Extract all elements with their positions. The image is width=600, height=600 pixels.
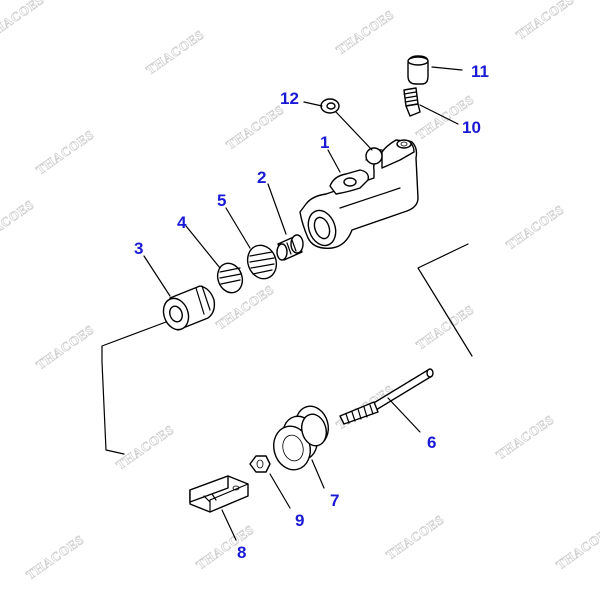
part-4-cup (216, 262, 244, 294)
watermark-text: THACOES (383, 512, 447, 563)
watermark-layer: THACOES THACOES THACOES THACOES THACOES THACO… (0, 0, 600, 583)
part-8-clevis (189, 475, 249, 513)
callout-5: 5 (217, 191, 226, 210)
part-10-bleeder-screw (403, 87, 421, 117)
watermark-text: THACOES (33, 322, 97, 373)
callout-8: 8 (237, 543, 246, 562)
callout-7: 7 (330, 491, 339, 510)
callout-4: 4 (177, 213, 187, 232)
watermark-text: THACOES (23, 532, 87, 583)
part-3-piston (162, 285, 216, 331)
watermark-text: THACOES (113, 422, 177, 473)
watermark-text: THACOES (553, 522, 600, 573)
watermark-text: THACOES (143, 27, 207, 78)
part-6-push-rod (339, 368, 434, 425)
callout-6: 6 (427, 433, 436, 452)
watermark-text: THACOES (333, 7, 397, 58)
part-5-seal (246, 244, 278, 280)
part-7-boot (273, 405, 329, 471)
watermark-text: THACOES (0, 0, 47, 42)
leader-lines (143, 66, 463, 541)
callout-1: 1 (320, 133, 329, 152)
callout-3: 3 (134, 239, 143, 258)
callout-9: 9 (295, 511, 304, 530)
callout-2: 2 (257, 168, 266, 187)
part-1-cylinder-body (299, 139, 419, 249)
part-12-washer (320, 98, 340, 114)
watermark-text: THACOES (413, 302, 477, 353)
watermark-text: THACOES (33, 127, 97, 178)
callout-10: 10 (462, 118, 481, 137)
watermark-text: THACOES (513, 0, 577, 42)
assembly-outline (101, 243, 473, 455)
callout-12: 12 (280, 89, 299, 108)
callout-11: 11 (471, 62, 489, 81)
part-11-cap (407, 55, 429, 85)
watermark-text: THACOES (193, 522, 257, 573)
watermark-text: THACOES (503, 202, 567, 253)
part-2-piston-spring (276, 234, 304, 261)
part-9-nut (249, 455, 271, 473)
watermark-text: THACOES (0, 197, 37, 248)
watermark-text: THACOES (493, 412, 557, 463)
callout-labels: 12 11 10 1 2 5 4 3 6 7 9 8 (134, 62, 489, 562)
watermark-text: THACOES (223, 102, 287, 153)
